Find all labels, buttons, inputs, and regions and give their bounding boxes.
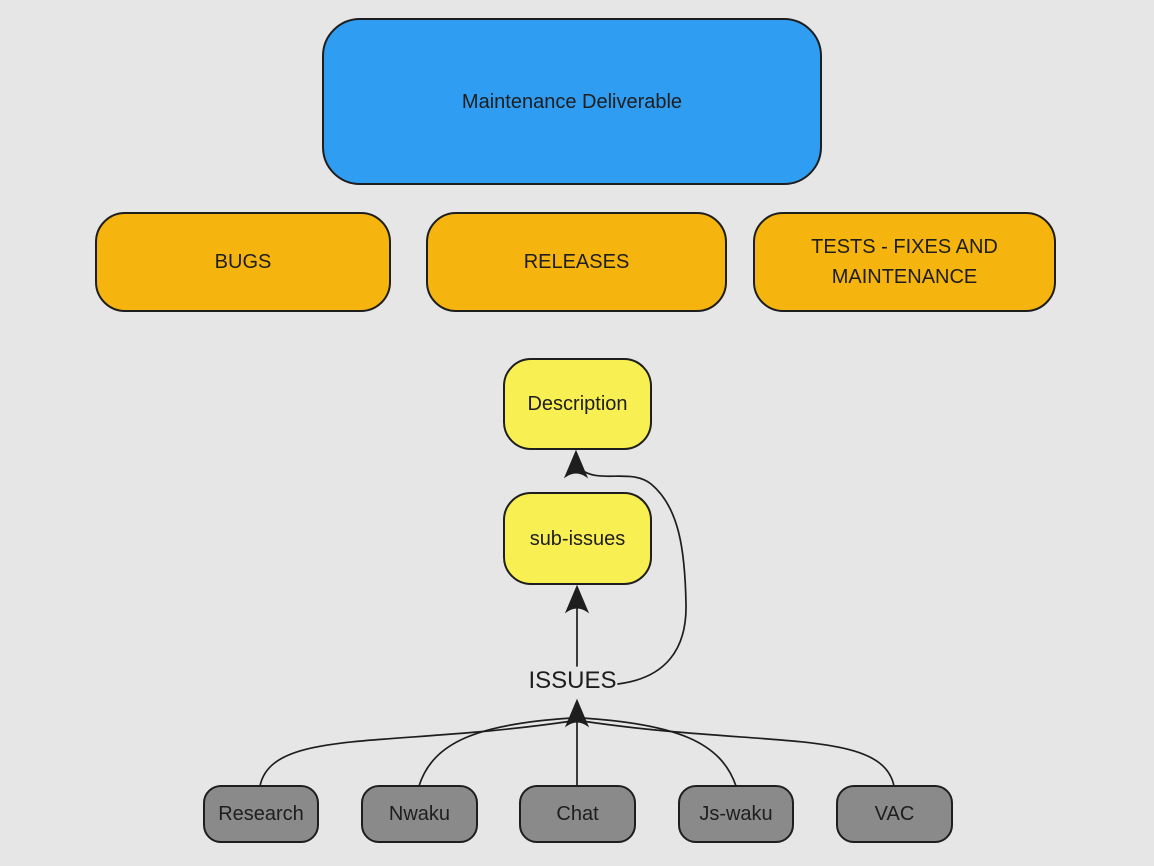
- edge-vac-to-issues[interactable]: [581, 720, 895, 787]
- arrowhead-into-issues: [564, 698, 590, 728]
- node-tests-label: TESTS - FIXES AND MAINTENANCE: [811, 236, 998, 288]
- edge-research-to-issues[interactable]: [259, 720, 573, 787]
- node-js-waku-label: Js-waku: [699, 803, 773, 825]
- node-tests-fixes-and-maintenance[interactable]: TESTS - FIXES AND MAINTENANCE: [753, 212, 1056, 312]
- node-research[interactable]: Research: [203, 785, 319, 843]
- node-chat-label: Chat: [556, 803, 599, 825]
- node-description[interactable]: Description: [503, 358, 652, 450]
- edge-nwaku-to-issues[interactable]: [418, 717, 573, 787]
- node-nwaku-label: Nwaku: [388, 803, 451, 825]
- node-bugs-label: BUGS: [214, 251, 272, 273]
- node-releases-label: RELEASES: [523, 251, 630, 273]
- node-vac[interactable]: VAC: [836, 785, 953, 843]
- edge-issues-to-sub-issues[interactable]: [564, 584, 590, 667]
- node-maintenance-deliverable-label: Maintenance Deliverable: [461, 90, 683, 113]
- edge-jswaku-to-issues[interactable]: [581, 717, 737, 787]
- node-js-waku[interactable]: Js-waku: [678, 785, 794, 843]
- issues-text-label[interactable]: ISSUES: [528, 667, 617, 694]
- node-releases[interactable]: RELEASES: [426, 212, 727, 312]
- node-sub-issues[interactable]: sub-issues: [503, 492, 652, 585]
- edge-issues-to-description[interactable]: [563, 449, 687, 685]
- node-maintenance-deliverable[interactable]: Maintenance Deliverable: [322, 18, 822, 185]
- node-vac-label: VAC: [874, 803, 915, 825]
- node-sub-issues-label: sub-issues: [529, 527, 626, 550]
- node-research-label: Research: [218, 803, 304, 825]
- node-chat[interactable]: Chat: [519, 785, 636, 843]
- node-bugs[interactable]: BUGS: [95, 212, 391, 312]
- node-nwaku[interactable]: Nwaku: [361, 785, 478, 843]
- node-description-label: Description: [527, 393, 628, 415]
